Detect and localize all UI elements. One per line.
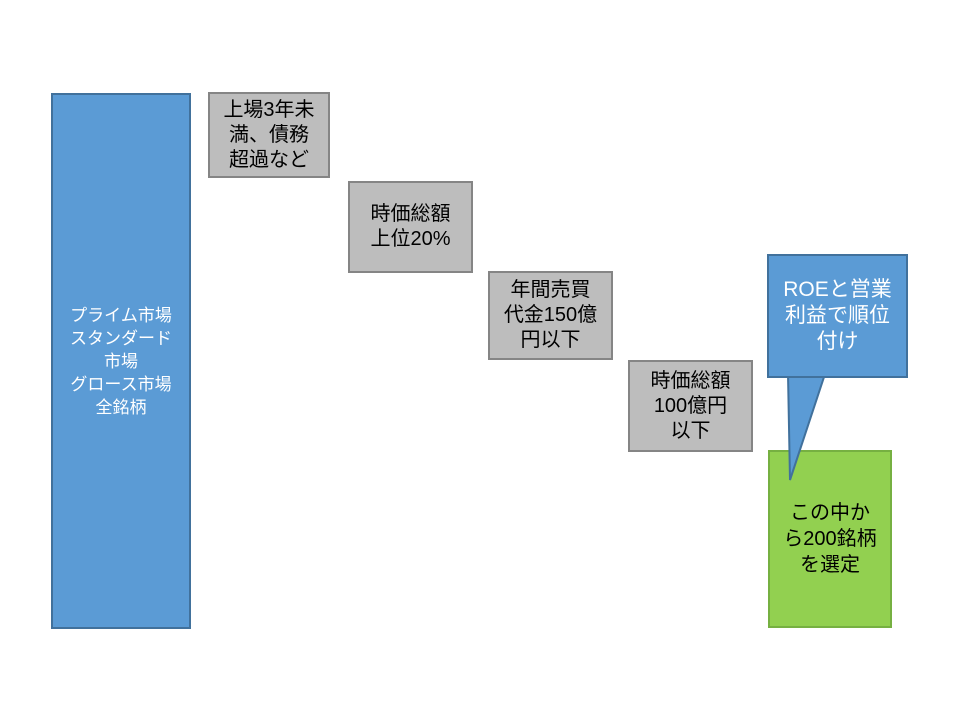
filter-box-market-cap-100-label: 時価総額 100億円 以下 <box>650 369 731 442</box>
filter-box-listing-age-label: 上場3年未 満、債務 超過など <box>223 98 315 171</box>
filter-box-listing-age: 上場3年未 満、債務 超過など <box>208 92 330 178</box>
filter-box-market-cap-top20-label: 時価総額 上位20% <box>370 203 451 250</box>
source-market-label: プライム市場 スタンダード 市場 グロース市場 全銘柄 <box>70 305 172 417</box>
filter-box-trading-value-label: 年間売買 代金150億 円以下 <box>503 279 598 351</box>
roe-callout: ROEと営業 利益で順位 付け <box>767 254 908 378</box>
filter-box-trading-value: 年間売買 代金150億 円以下 <box>488 271 613 360</box>
roe-callout-tail <box>786 373 827 481</box>
result-box: この中か ら200銘柄 を選定 <box>768 450 892 628</box>
filter-box-market-cap-100: 時価総額 100億円 以下 <box>628 360 753 452</box>
source-market-box: プライム市場 スタンダード 市場 グロース市場 全銘柄 <box>51 93 191 629</box>
roe-callout-label: ROEと営業 利益で順位 付け <box>783 278 892 353</box>
filter-box-market-cap-top20: 時価総額 上位20% <box>348 181 473 273</box>
result-box-label: この中か ら200銘柄 を選定 <box>783 502 877 576</box>
